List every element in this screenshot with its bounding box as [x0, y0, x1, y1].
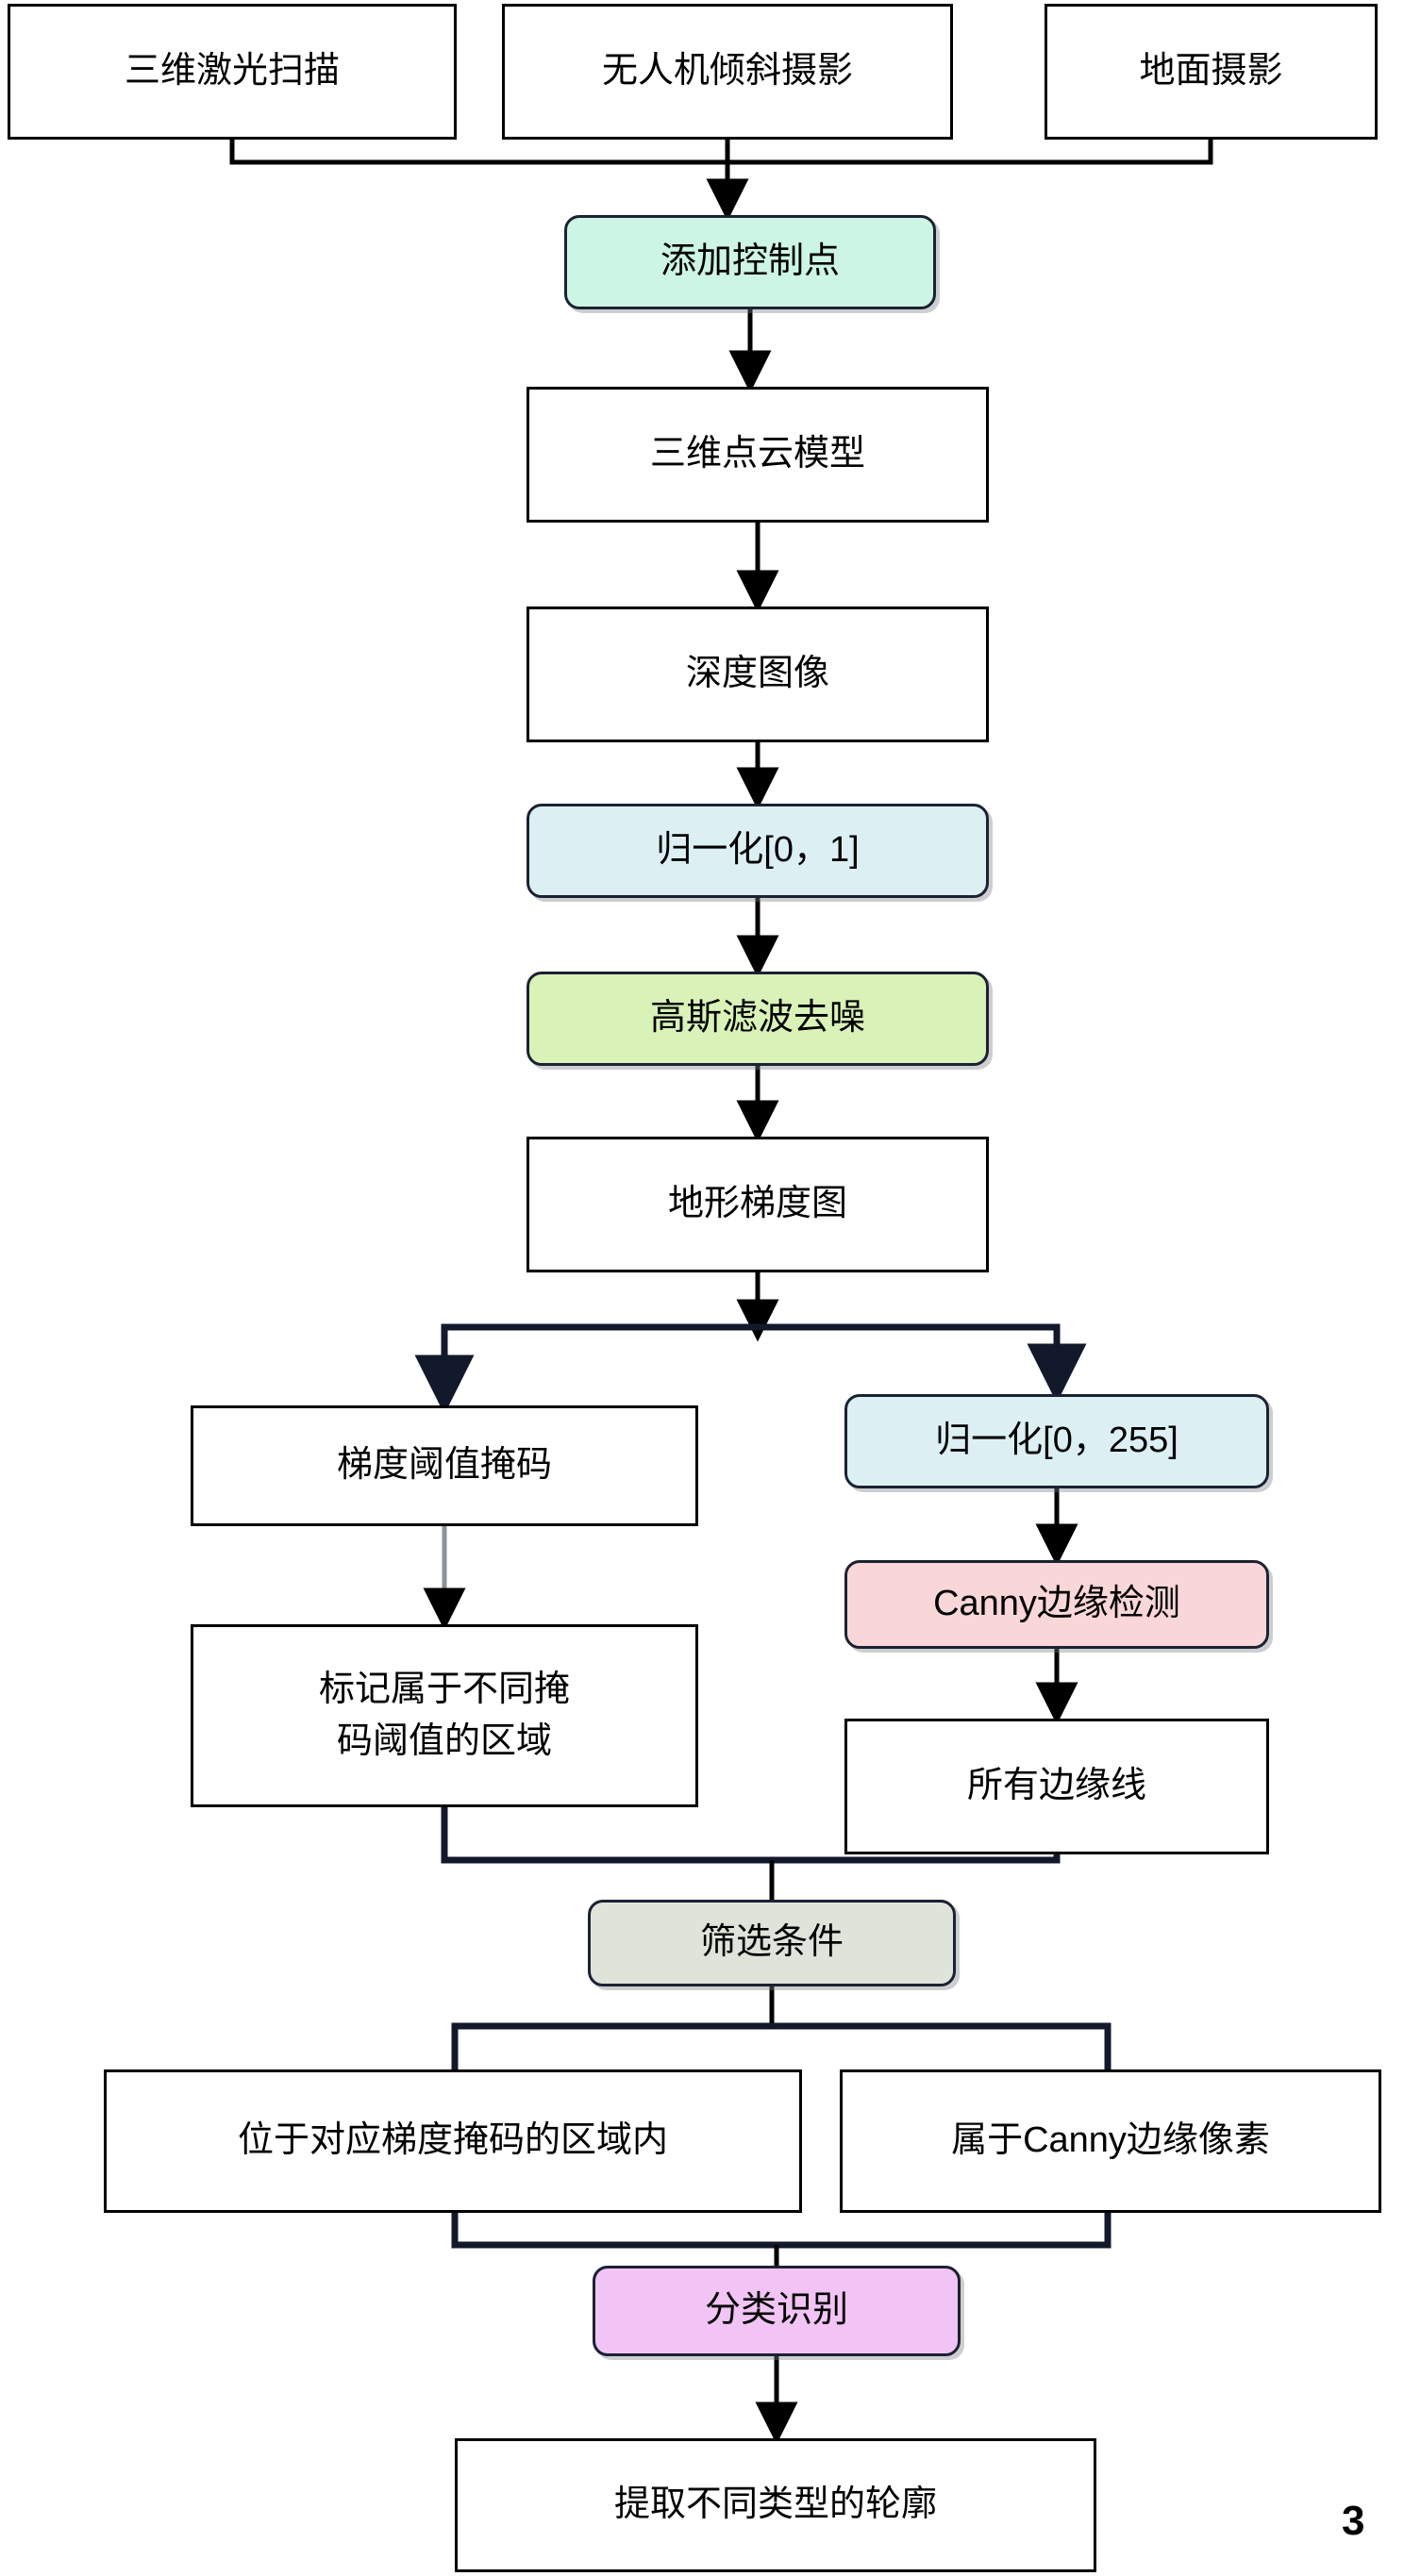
- flow-node-n14[interactable]: 所有边缘线: [844, 1719, 1269, 1854]
- edge-gradientmap-split: [414, 1272, 1087, 1415]
- edge-conditions-merge-to-classify: [451, 2213, 1112, 2266]
- page-number: 3: [1342, 2498, 1365, 2544]
- flow-node-n1[interactable]: 三维激光扫描: [8, 4, 457, 140]
- flow-node-n19[interactable]: 提取不同类型的轮廓: [455, 2438, 1096, 2572]
- flow-node-n17[interactable]: 属于Canny边缘像素: [840, 2069, 1381, 2213]
- flow-node-n3[interactable]: 地面摄影: [1045, 4, 1378, 140]
- flow-node-n5[interactable]: 三维点云模型: [526, 387, 989, 523]
- flow-node-n9[interactable]: 地形梯度图: [526, 1137, 989, 1272]
- flow-node-n2[interactable]: 无人机倾斜摄影: [502, 4, 953, 140]
- flow-node-n12[interactable]: 标记属于不同掩 码阈值的区域: [191, 1624, 698, 1807]
- flow-node-n16[interactable]: 位于对应梯度掩码的区域内: [104, 2069, 802, 2213]
- flow-node-n11[interactable]: 归一化[0，255]: [844, 1394, 1269, 1488]
- flow-node-n15[interactable]: 筛选条件: [588, 1900, 956, 1986]
- edge-sources-to-control-point: [229, 140, 1213, 222]
- flow-node-n4[interactable]: 添加控制点: [564, 215, 936, 309]
- flow-node-n18[interactable]: 分类识别: [593, 2266, 961, 2356]
- edge-filter-split: [451, 1986, 1112, 2069]
- flow-node-n13[interactable]: Canny边缘检测: [844, 1560, 1269, 1649]
- flow-node-n6[interactable]: 深度图像: [526, 607, 989, 742]
- flow-node-n8[interactable]: 高斯滤波去噪: [526, 972, 989, 1066]
- flow-node-n7[interactable]: 归一化[0，1]: [526, 804, 989, 898]
- flow-node-n10[interactable]: 梯度阈值掩码: [191, 1405, 698, 1526]
